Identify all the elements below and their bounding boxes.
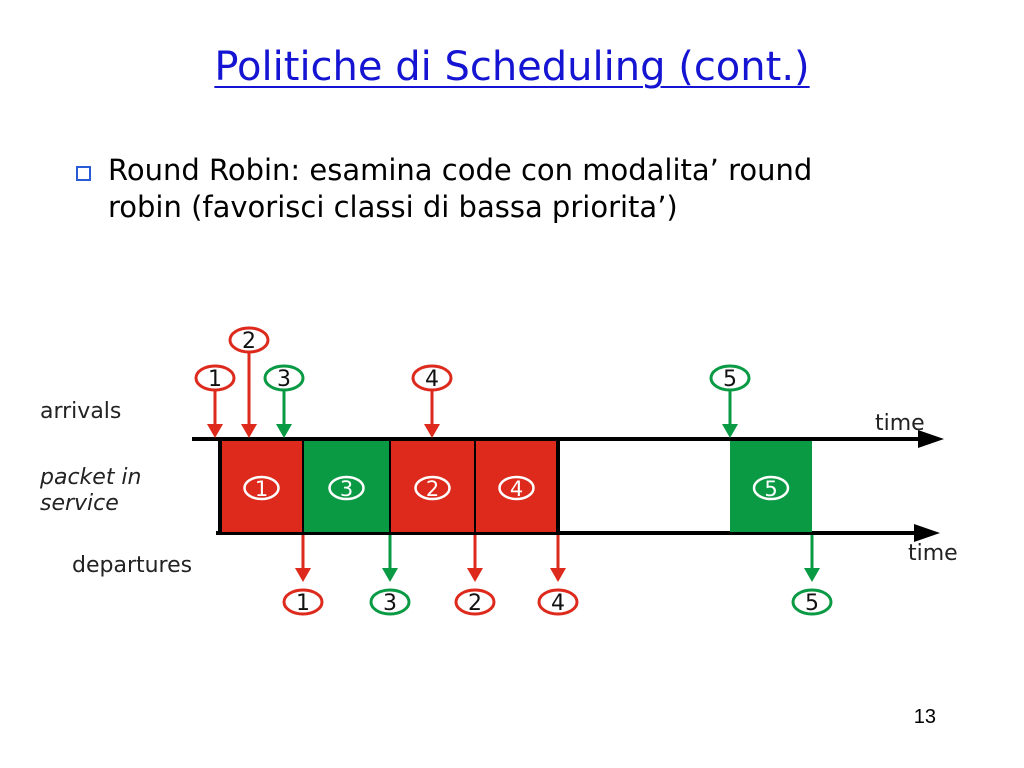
service-box-3 (303, 441, 390, 532)
service-badge-5 (752, 475, 790, 501)
service-box-1 (220, 441, 303, 532)
arrival-badge-4-number: 4 (425, 367, 439, 392)
arrival-arrowhead-5 (722, 424, 738, 438)
service-number-5: 5 (764, 477, 777, 501)
arrival-arrowhead-1 (207, 424, 223, 438)
bullet-square-icon (76, 166, 91, 181)
bullet-line-2: robin (favorisci classi di bassa priorit… (108, 190, 678, 224)
service-box-5 (730, 441, 812, 532)
arrival-badge-5-number: 5 (723, 367, 737, 392)
arrivals-timeline-arrowhead (918, 430, 944, 448)
departure-badge-4-number: 4 (551, 591, 565, 616)
service-badge-2 (414, 475, 451, 501)
arrival-badge-1-ellipse (194, 364, 236, 392)
bullet-line-1: Round Robin: esamina code con modalita’ … (108, 153, 813, 187)
departure-badge-1-ellipse (282, 588, 324, 616)
departure-badge-4-ellipse (537, 588, 579, 616)
arrival-badge-5-ellipse (709, 364, 751, 392)
service-number-3: 3 (340, 477, 353, 501)
service-badge-4 (498, 475, 535, 501)
arrival-arrowhead-3 (276, 424, 292, 438)
service-number-4: 4 (510, 477, 523, 501)
arrivals-label: arrivals (40, 399, 121, 424)
time-label-bottom: time (908, 541, 958, 566)
arrival-badge-2-ellipse (228, 326, 270, 354)
departures-timeline-arrowhead (914, 524, 940, 542)
departure-badge-5-ellipse (791, 588, 833, 616)
departure-arrowhead-2 (467, 568, 483, 582)
departure-badge-1-number: 1 (296, 591, 310, 616)
arrival-badge-2-number: 2 (242, 329, 256, 354)
service-number-2: 2 (426, 477, 439, 501)
service-number-1: 1 (255, 477, 268, 501)
departure-badge-2-number: 2 (468, 591, 482, 616)
departure-badge-3-ellipse (369, 588, 411, 616)
service-badge-1 (243, 475, 280, 501)
arrival-badge-3-ellipse (263, 364, 305, 392)
service-badge-3 (328, 475, 365, 501)
time-label-top: time (875, 411, 925, 436)
packet-in-label: packet in (39, 465, 142, 490)
departure-arrowhead-4 (550, 568, 566, 582)
departure-badge-5-number: 5 (805, 591, 819, 616)
departures-label: departures (72, 553, 192, 578)
arrival-badge-3-number: 3 (277, 367, 291, 392)
arrival-badge-4-ellipse (411, 364, 453, 392)
slide-title: Politiche di Scheduling (cont.) (214, 44, 810, 90)
departure-badge-2-ellipse (454, 588, 496, 616)
departure-arrowhead-1 (295, 568, 311, 582)
arrival-arrowhead-4 (424, 424, 440, 438)
departure-badge-3-number: 3 (383, 591, 397, 616)
service-label: service (40, 491, 119, 516)
arrival-badge-1-number: 1 (208, 367, 222, 392)
departure-arrowhead-5 (804, 568, 820, 582)
bullet-text: Round Robin: esamina code con modalita’ … (108, 152, 888, 226)
arrival-arrowhead-2 (241, 424, 257, 438)
departure-arrowhead-3 (382, 568, 398, 582)
service-box-4 (475, 441, 558, 532)
service-box-2 (390, 441, 475, 532)
page-number: 13 (913, 706, 936, 728)
